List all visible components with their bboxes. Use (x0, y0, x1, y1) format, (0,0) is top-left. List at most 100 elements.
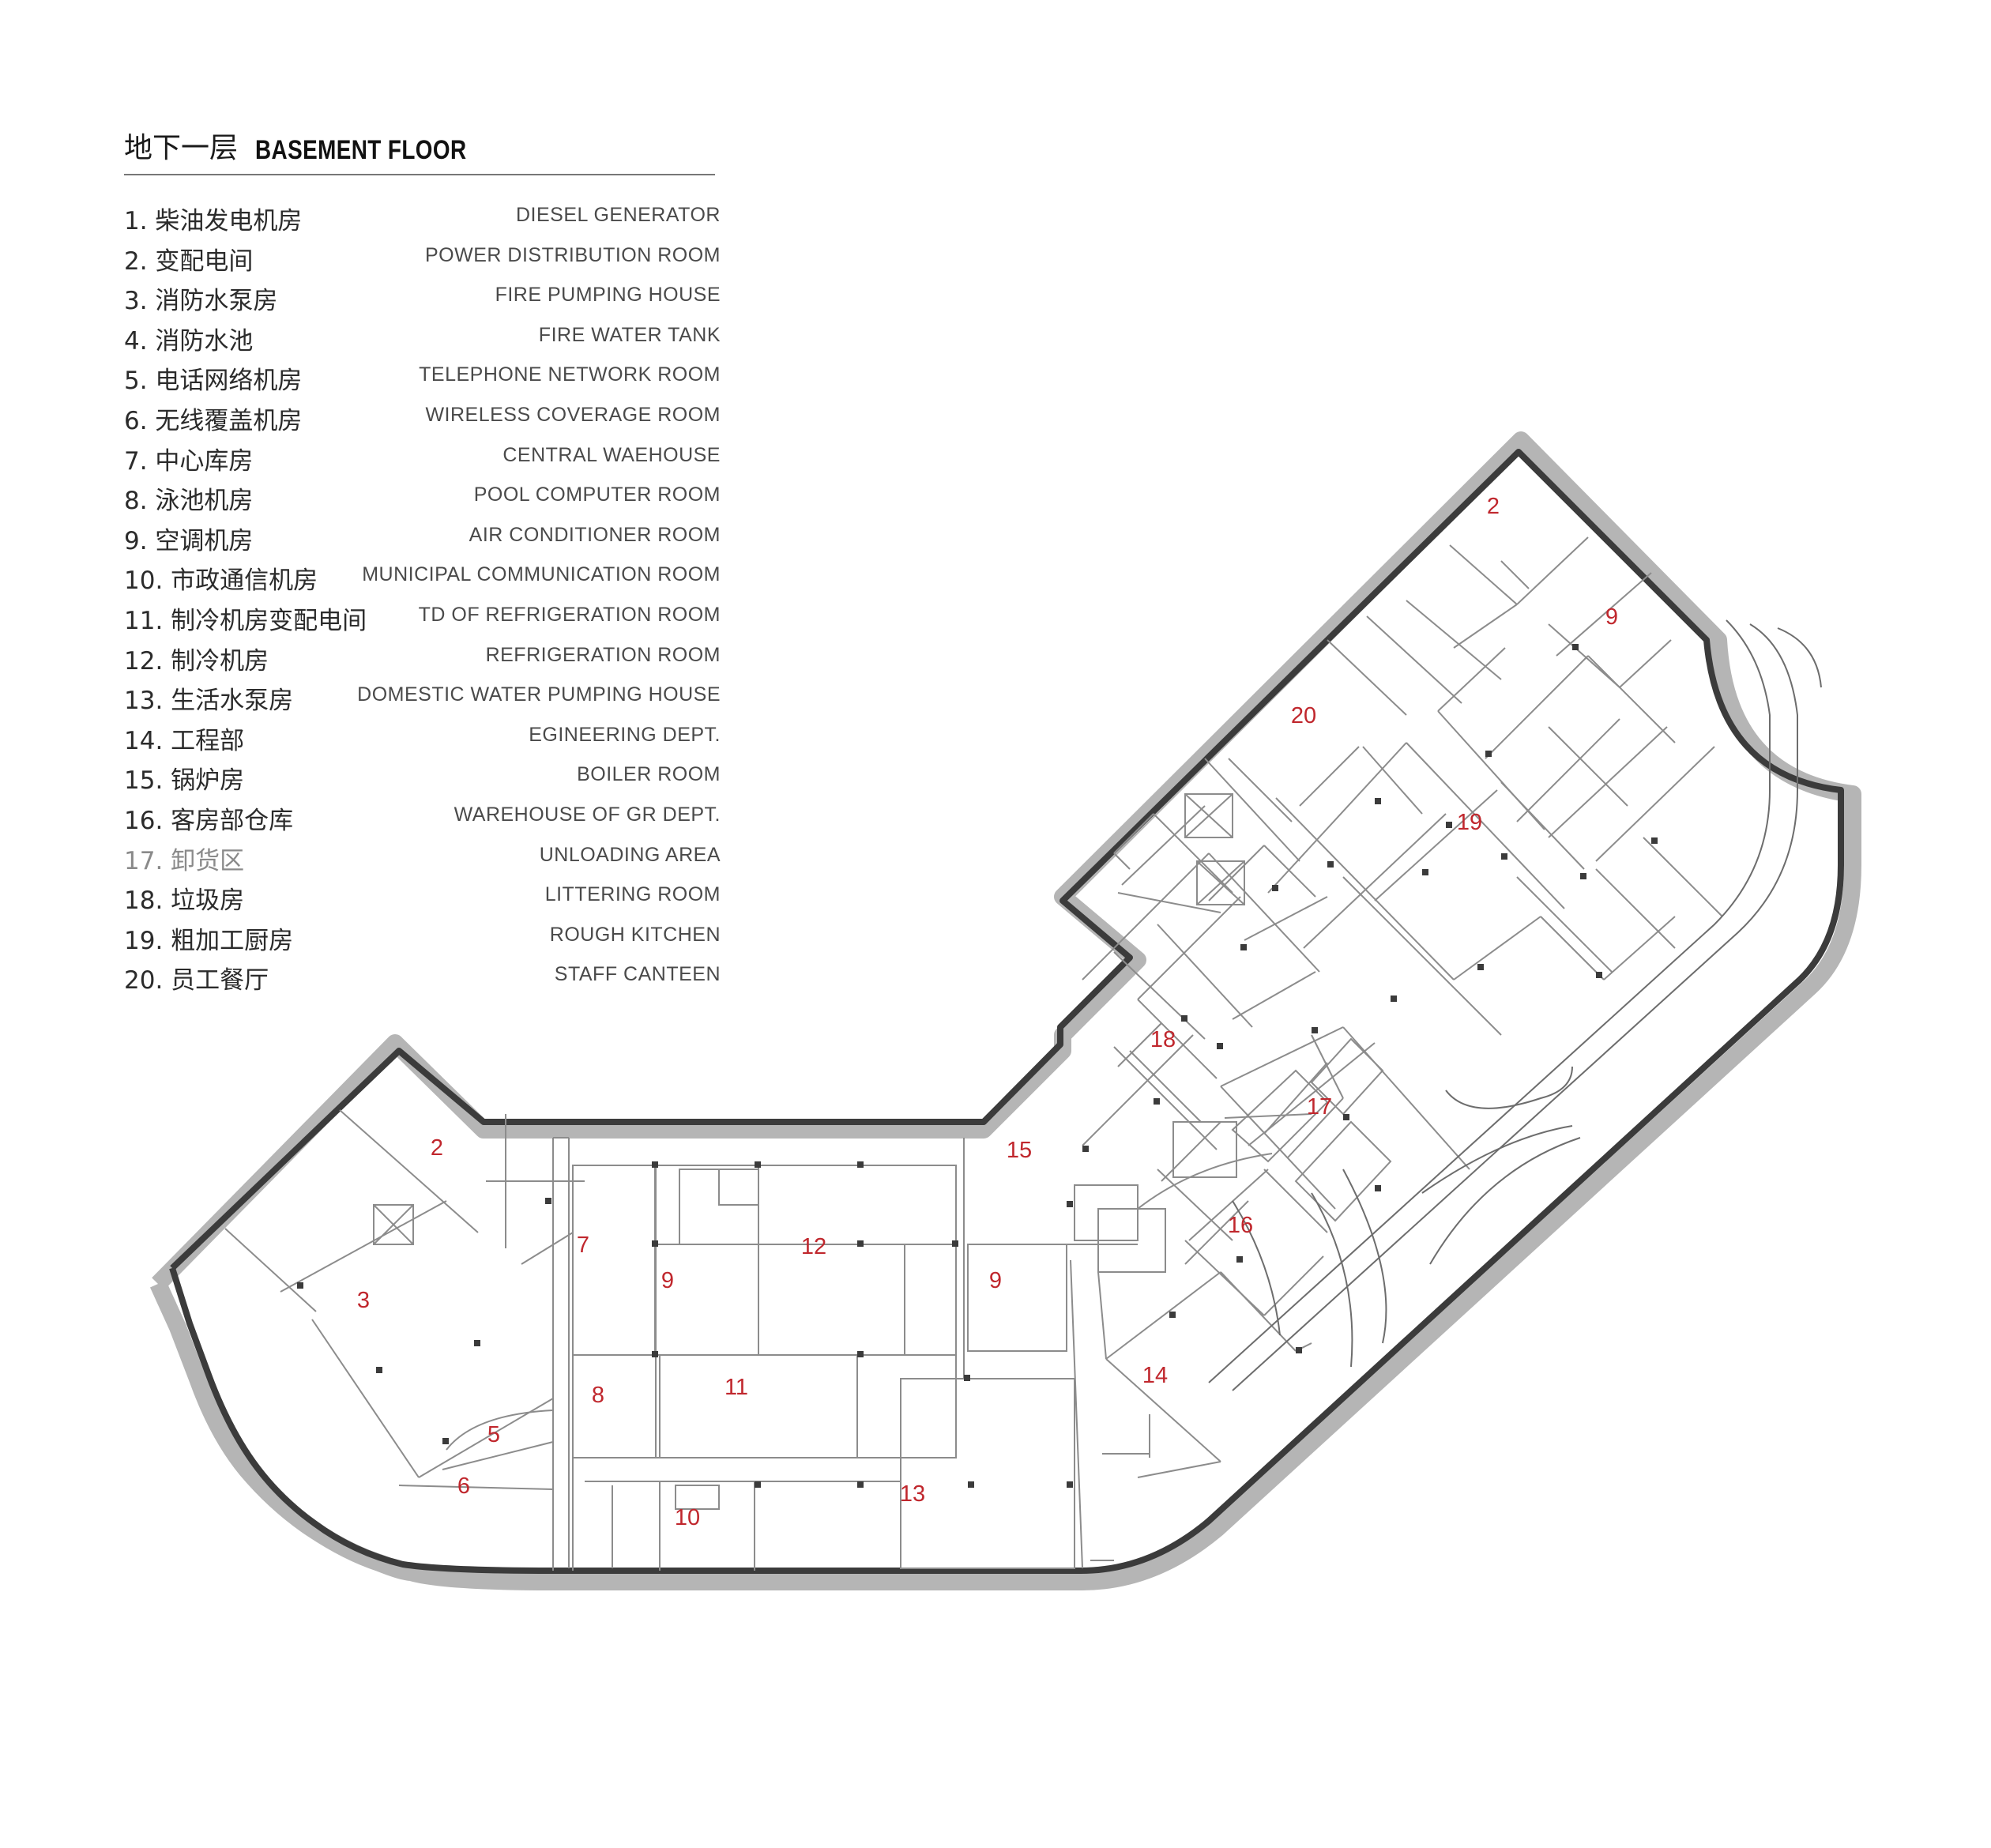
wall-line (1113, 813, 1154, 854)
room-number-label: 2 (1487, 494, 1500, 519)
wall-line (1485, 655, 1589, 759)
legend-chinese-label: 19. 粗加工厨房 (124, 926, 294, 955)
legend-english-label: FIRE PUMPING HOUSE (495, 284, 721, 307)
room-number-label: 10 (675, 1505, 700, 1530)
legend-english-label: MUNICIPAL COMMUNICATION ROOM (362, 563, 721, 586)
room-number-label: 9 (989, 1268, 1002, 1293)
wall-line (1228, 758, 1293, 822)
wall-arc (1137, 1153, 1273, 1210)
structural-columns (297, 644, 1658, 1488)
wall-arc (446, 1410, 554, 1451)
ramp-line (1777, 627, 1822, 688)
room-number-label: 8 (592, 1383, 604, 1408)
legend-row: 14. 工程部 EGINEERING DEPT. (124, 717, 721, 758)
wall-line (1556, 572, 1652, 657)
legend-chinese-label: 11. 制冷机房变配电间 (124, 606, 367, 635)
wall-line (1548, 726, 1668, 838)
legend-chinese-label: 15. 锅炉房 (124, 766, 245, 796)
title-english: BASEMENT FLOOR (255, 135, 467, 165)
wall-line (1153, 813, 1233, 894)
loading-bay (1294, 1120, 1392, 1222)
wall-line (1220, 1026, 1344, 1087)
wall-line (1113, 951, 1206, 1040)
legend-english-label: WAREHOUSE OF GR DEPT. (454, 803, 721, 826)
wall-line (1263, 1062, 1328, 1135)
wall-line (1595, 746, 1715, 862)
wall-line (1516, 876, 1613, 973)
legend-english-label: POWER DISTRIBUTION ROOM (425, 243, 721, 266)
legend-english-label: EGINEERING DEPT. (529, 723, 721, 746)
room-number-label: 12 (801, 1234, 826, 1259)
wall-line (1311, 1034, 1344, 1099)
room-number-label: 2 (431, 1135, 443, 1161)
ramp-line (1232, 623, 1798, 1391)
room-outline (1172, 1121, 1237, 1178)
wall-line (1196, 860, 1245, 905)
wall-line (1453, 604, 1518, 649)
wall-line (1113, 1046, 1218, 1150)
room-number-label: 19 (1457, 810, 1482, 835)
legend-english-label: DIESEL GENERATOR (516, 204, 721, 226)
legend-english-label: WIRELESS COVERAGE ROOM (425, 403, 721, 426)
wall-line (1548, 726, 1628, 807)
room-number-label: 3 (357, 1288, 370, 1313)
legend-english-label: UNLOADING AREA (539, 843, 721, 866)
room-outline (675, 1485, 720, 1510)
room-number-label: 13 (900, 1481, 925, 1507)
legend-chinese-label: 7. 中心库房 (124, 446, 254, 476)
ramp-line (1232, 1200, 1281, 1336)
wall-line (1113, 852, 1131, 870)
outer-wall-shadow (149, 431, 1861, 1590)
wall-line (1500, 560, 1530, 589)
room-number-label: 7 (577, 1233, 589, 1258)
wall-line (1516, 536, 1589, 605)
legend-english-label: AIR CONDITIONER ROOM (469, 523, 721, 546)
wall-line (418, 1398, 554, 1478)
legend-chinese-label: 1. 柴油发电机房 (124, 207, 303, 235)
room-number-label: 20 (1291, 703, 1316, 728)
wall-line (1224, 1113, 1312, 1119)
wall-line (1121, 805, 1206, 886)
wall-line (1105, 1271, 1221, 1360)
wall-line (1117, 1022, 1162, 1067)
room-outline (572, 1354, 957, 1458)
wall-line (1137, 999, 1218, 1079)
wall-line (1406, 742, 1565, 909)
wall-line (1299, 746, 1360, 807)
wall-line (1232, 971, 1316, 1020)
wall-line (339, 1109, 479, 1233)
wall-line (398, 1485, 554, 1490)
wall-line (1105, 1358, 1221, 1462)
wall-line (1516, 718, 1620, 822)
legend-chinese-label: 14. 工程部 (124, 726, 245, 755)
legend-chinese-label: 18. 垃圾房 (124, 886, 245, 916)
room-number-label: 14 (1142, 1363, 1168, 1388)
room-number-label: 16 (1228, 1213, 1253, 1238)
wall-line (1366, 615, 1462, 704)
wall-line (280, 1200, 447, 1293)
wall-line (1327, 639, 1407, 716)
room-outline (572, 1354, 661, 1458)
wall-line (1263, 1255, 1324, 1316)
legend-chinese-label: 17. 卸货区 (124, 846, 245, 875)
wall-line (1643, 837, 1723, 917)
ramp (1208, 619, 1822, 1391)
wall-line (1248, 1042, 1376, 1146)
legend-english-label: TELEPHONE NETWORK ROOM (419, 363, 721, 386)
legend-english-label: TD OF REFRIGERATION ROOM (418, 603, 721, 626)
wall-line (1406, 600, 1502, 680)
legend-chinese-label: 4. 消防水池 (124, 326, 254, 356)
title-chinese: 地下一层 (124, 132, 239, 164)
